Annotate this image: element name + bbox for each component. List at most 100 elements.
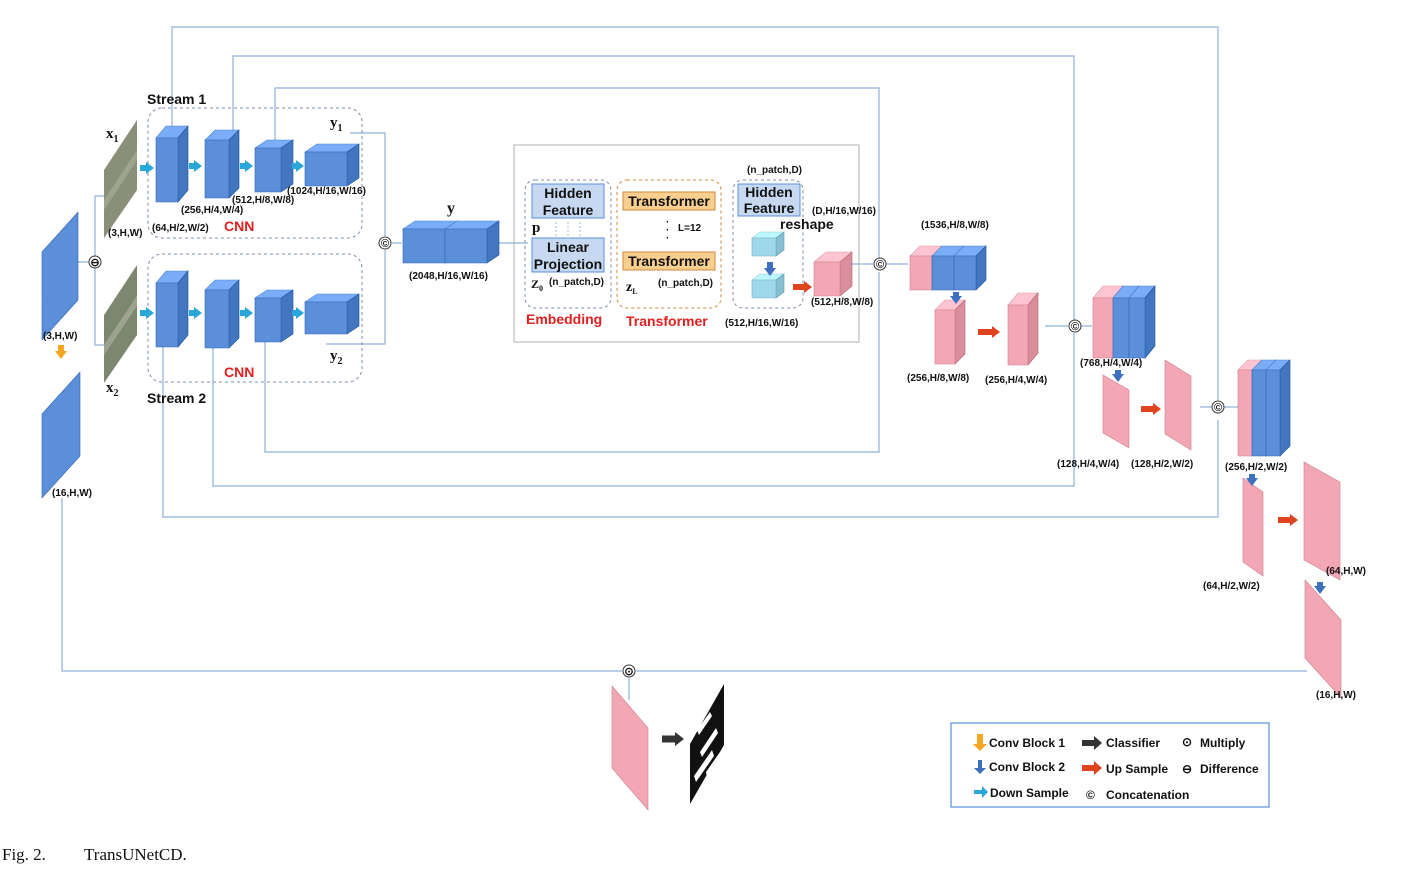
dec-256c-pink — [1237, 369, 1253, 457]
operator-symbols: © ⊖ © © © ⊙ — [88, 236, 1225, 678]
svg-text:·: · — [666, 233, 669, 244]
downsample-arrow-s2-1 — [189, 307, 202, 319]
dec-768-blue1 — [1112, 297, 1130, 359]
dim-64a: (64,H/2,W/2) — [1203, 581, 1260, 592]
s2-block-64 — [155, 282, 179, 348]
legend-classifier: Classifier — [1082, 736, 1160, 750]
stream2-label: Stream 2 — [147, 390, 206, 406]
dim-s1-256: (256,H/4,W/4) — [181, 205, 243, 216]
diff-line-bottom — [94, 268, 104, 346]
skip-line-512-s2 — [264, 272, 880, 453]
diff-symbol: ⊖ — [90, 257, 99, 269]
svg-text:Hidden: Hidden — [745, 184, 792, 200]
output-change-mask — [690, 684, 724, 804]
downsample-arrow-s2-in — [140, 307, 154, 319]
zl-shape: (n_patch,D) — [658, 278, 713, 289]
patch-cube-b — [751, 279, 777, 299]
legend-multiply: ⊙ Multiply — [1182, 735, 1246, 750]
stream1-cnn-group — [147, 107, 363, 239]
embedding-group — [524, 179, 612, 309]
svg-text:Concatenation: Concatenation — [1106, 788, 1189, 802]
svg-text:Feature: Feature — [543, 202, 594, 218]
dec-1536-blue2 — [953, 255, 977, 291]
convblock2-arrow-64 — [1314, 582, 1326, 594]
concat-symbol-y: © — [381, 238, 389, 250]
skip-line-512 — [274, 87, 880, 258]
dim-128a: (128,H/4,W/4) — [1057, 459, 1119, 470]
svg-text:©: © — [1086, 788, 1095, 802]
embedding-label: Embedding — [526, 311, 602, 327]
svg-text:Classifier: Classifier — [1106, 736, 1160, 750]
dec-128a — [1102, 374, 1130, 449]
dim-64b: (64,H,W) — [1326, 566, 1366, 577]
concat-symbol-1536: © — [876, 259, 884, 271]
y-block-b — [444, 228, 488, 264]
dim-256c: (256,H/2,W/2) — [1225, 462, 1287, 473]
s2-block-1024 — [304, 301, 348, 335]
variable-labels: x1 x2 y1 y2 y — [106, 115, 455, 399]
dim-1536: (1536,H/8,W/8) — [921, 220, 989, 231]
dec-256a — [934, 309, 956, 365]
p-label: p — [532, 220, 540, 236]
legend-concat: © Concatenation — [1086, 788, 1189, 802]
svg-text:Linear: Linear — [547, 239, 590, 255]
dashed-groups — [147, 107, 804, 383]
diff-line-top — [94, 195, 104, 256]
diff-map — [41, 211, 79, 341]
transformer-top-box — [622, 191, 716, 211]
small-arrows — [55, 160, 1326, 746]
convblock2-arrow-reshape — [764, 262, 776, 276]
transformer-encoder-frame — [513, 144, 860, 343]
dim-reshape-out: (512,H/16,W/16) — [725, 318, 798, 329]
dim-128b: (128,H/2,W/2) — [1131, 459, 1193, 470]
stream-labels: Stream 1 Stream 2 CNN CNN — [147, 91, 254, 406]
upsample-arrow-512 — [793, 281, 812, 293]
dec-1536-pink — [909, 255, 933, 291]
skip-line-64 — [171, 26, 1219, 400]
conv1-map — [41, 371, 81, 499]
svg-text:Projection: Projection — [534, 256, 602, 272]
downsample-arrow-s1-in — [140, 162, 154, 174]
s2-block-64-side — [177, 270, 189, 348]
s1-block-256-side — [228, 129, 240, 199]
dim-s1-64: (64,H/2,W/2) — [152, 223, 209, 234]
svg-text:Transformer: Transformer — [628, 253, 710, 269]
transformer-section-label: Transformer — [626, 313, 708, 329]
dec-64b — [1303, 461, 1341, 581]
dec-1536-blue1 — [931, 255, 955, 291]
s1-block-64 — [155, 137, 179, 203]
x1-label: x1 — [106, 126, 119, 145]
svg-text:Transformer: Transformer — [628, 193, 710, 209]
skip-line-64-s2 — [162, 290, 1219, 518]
skip-connections — [61, 26, 1307, 700]
hidden-reshape-group — [732, 179, 804, 309]
svg-text:Up Sample: Up Sample — [1106, 762, 1168, 776]
skip-line-256 — [232, 55, 1075, 320]
figure-caption: Fig. 2. TransUNetCD. — [2, 845, 187, 864]
svg-text:L=12: L=12 — [678, 223, 702, 234]
pink-block-512 — [813, 261, 841, 297]
dec-256c-blue2 — [1265, 369, 1281, 457]
legend-down: Down Sample — [974, 786, 1069, 800]
z0-label: Z0 — [531, 277, 543, 293]
upsample-arrow-64 — [1278, 514, 1298, 526]
svg-text:Difference: Difference — [1200, 762, 1259, 776]
s2-block-256 — [204, 289, 230, 349]
dec-16 — [1304, 579, 1342, 699]
dim-conv1-out: (16,H,W) — [52, 488, 92, 499]
hidden-feature-box-2 — [737, 183, 801, 217]
s2-block-256-side — [228, 279, 240, 349]
transformer-group — [616, 179, 722, 309]
dec-256a-side — [954, 299, 966, 365]
downsample-arrow-s2-3 — [292, 307, 304, 319]
y-block-a — [402, 228, 446, 264]
dec-256c-blue1 — [1251, 369, 1267, 457]
dec-64a — [1242, 477, 1264, 577]
reshape-label: reshape — [780, 216, 834, 232]
stream2-cnn-group — [147, 253, 363, 383]
dim-s1-1024: (1024,H/16,W/16) — [287, 186, 366, 197]
s1-block-1024 — [304, 151, 348, 187]
convblock2-arrow-1536 — [950, 292, 962, 304]
hidden-feature-reshape: Hidden Feature reshape — [737, 183, 834, 232]
dim-pink-512: (512,H/8,W/8) — [811, 297, 873, 308]
